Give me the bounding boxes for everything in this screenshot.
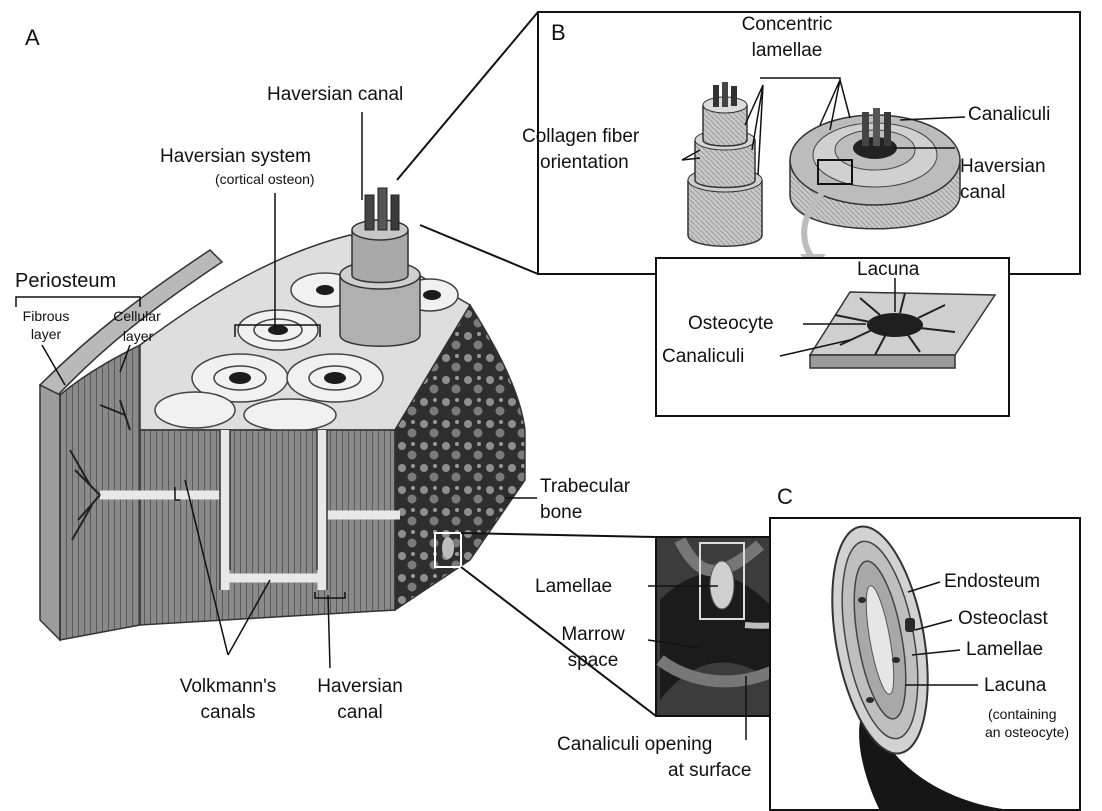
label-canaliculi-b: Canaliculi (968, 104, 1050, 126)
extracted-osteon (340, 188, 420, 346)
label-containing: (containing (988, 706, 1057, 722)
label-volkmanns: Volkmann's (160, 676, 296, 698)
label-haversian-system: Haversian system (160, 146, 311, 168)
label-fibrous: Fibrous (16, 308, 76, 324)
label-canaliculi-inset: Canaliculi (662, 346, 744, 368)
label-lacuna-b: Lacuna (857, 259, 919, 281)
label-concentric-lamellae: lamellae (727, 40, 847, 62)
panel-a-letter: A (25, 25, 40, 51)
label-concentric: Concentric (727, 14, 847, 36)
panel-c-letter: C (777, 484, 793, 510)
label-periosteum: Periosteum (15, 270, 116, 292)
label-collagen-fiber: Collagen fiber (522, 126, 639, 148)
label-lamellae-mid: Lamellae (535, 576, 612, 598)
label-cellular-layer: layer (108, 328, 168, 344)
panel-b-letter: B (551, 20, 566, 46)
label-marrow: Marrow (540, 624, 646, 646)
label-collagen-orientation: orientation (540, 152, 629, 174)
label-marrow-space: space (540, 650, 646, 672)
label-an-osteocyte: an osteocyte) (985, 724, 1069, 740)
label-haversian-bottom: Haversian (300, 676, 420, 698)
label-endosteum: Endosteum (944, 571, 1040, 593)
label-osteocyte: Osteocyte (688, 313, 774, 335)
label-volkmanns-canals: canals (160, 702, 296, 724)
label-cellular: Cellular (102, 308, 172, 324)
label-haversian-b-canal: canal (960, 182, 1005, 204)
label-haversian-bottom-canal: canal (300, 702, 420, 724)
panel-a-bone-block (40, 188, 525, 640)
panel-c (770, 518, 1080, 811)
label-fibrous-layer: layer (16, 326, 76, 342)
label-osteoclast: Osteoclast (958, 608, 1048, 630)
label-cortical-osteon: (cortical osteon) (215, 171, 315, 187)
lacuna-inset (656, 258, 1009, 416)
label-haversian-b: Haversian (960, 156, 1046, 178)
label-lamellae-c: Lamellae (966, 639, 1043, 661)
label-canaliculi-opening: Canaliculi opening (557, 734, 712, 756)
label-trabecular: Trabecular (540, 476, 630, 498)
label-haversian-canal-top: Haversian canal (267, 84, 403, 106)
label-at-surface: at surface (668, 760, 751, 782)
label-trabecular-bone: bone (540, 502, 582, 524)
label-lacuna-c: Lacuna (984, 675, 1046, 697)
